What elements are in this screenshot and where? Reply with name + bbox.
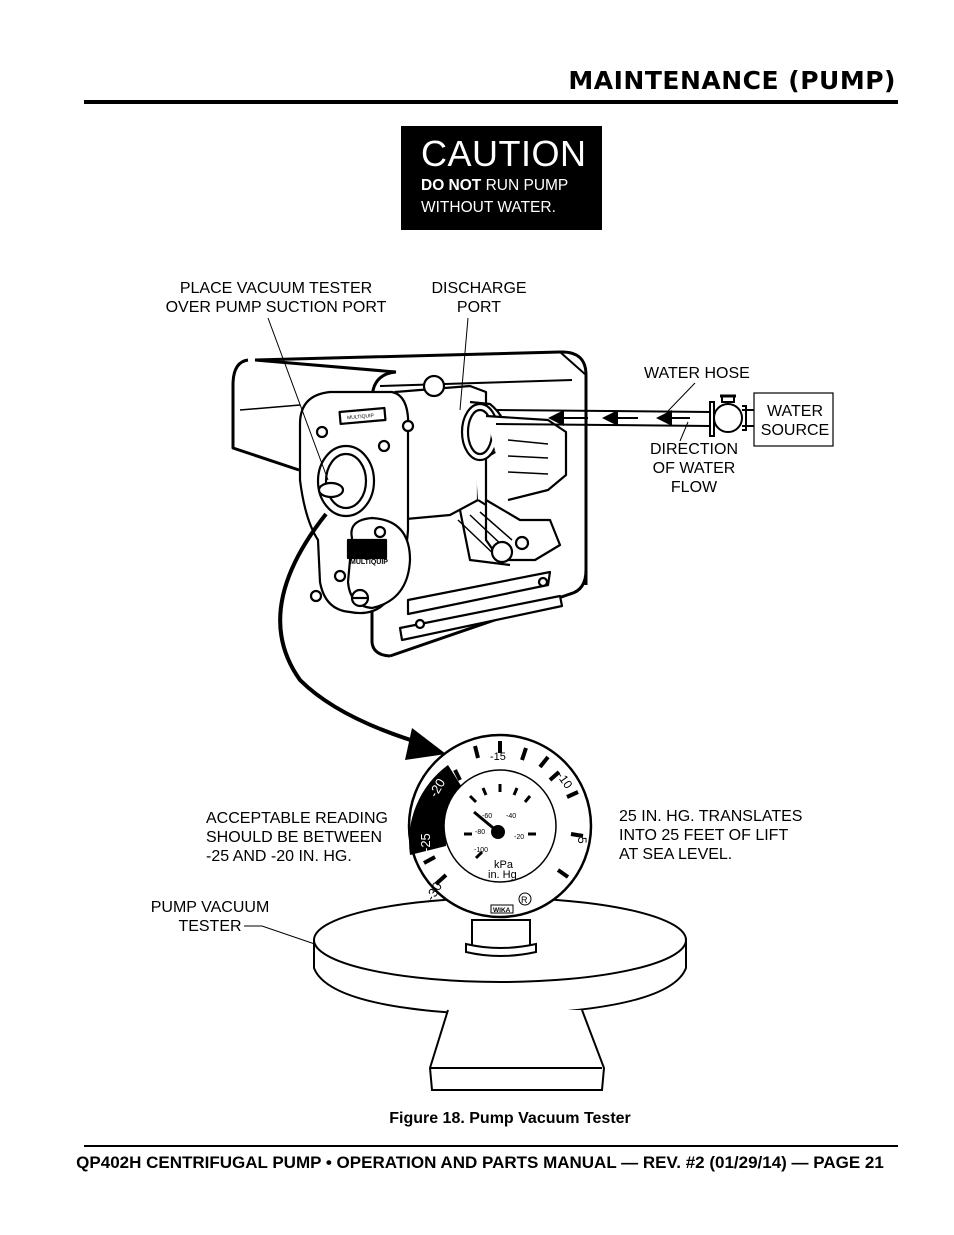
label-translates-line3: AT SEA LEVEL. bbox=[619, 846, 733, 863]
label-translates-line1: 25 IN. HG. TRANSLATES bbox=[619, 808, 803, 825]
caution-line-1-rest: RUN PUMP bbox=[481, 177, 569, 194]
label-water-hose: WATER HOSE bbox=[644, 365, 750, 382]
label-direction-line1: DIRECTION bbox=[650, 441, 738, 458]
label-place-vacuum-tester: PLACE VACUUM TESTER OVER PUMP SUCTION PO… bbox=[152, 279, 400, 317]
caution-strong-text: DO NOT bbox=[421, 177, 482, 194]
caution-line-2: WITHOUT WATER. bbox=[421, 199, 556, 216]
gauge-label-15: -15 bbox=[490, 751, 506, 763]
pointer-arrow-head bbox=[405, 728, 446, 760]
gauge-inner-100: -100 bbox=[474, 847, 488, 854]
label-direction-of-flow: DIRECTION OF WATER FLOW bbox=[640, 440, 748, 497]
gauge-inner-80: -80 bbox=[475, 829, 485, 836]
page-section-title: MAINTENANCE (PUMP) bbox=[568, 66, 896, 95]
label-acceptable-reading: ACCEPTABLE READING SHOULD BE BETWEEN -25… bbox=[206, 809, 388, 866]
label-direction-line3: FLOW bbox=[670, 479, 718, 496]
caution-title: CAUTION bbox=[421, 133, 587, 174]
header-rule bbox=[84, 100, 898, 104]
gauge-inner-40: -40 bbox=[506, 813, 516, 820]
label-pump-vacuum-line1: PUMP VACUUM bbox=[150, 899, 270, 916]
label-direction-line2: OF WATER bbox=[652, 460, 736, 477]
label-acceptable-line2: SHOULD BE BETWEEN bbox=[206, 829, 383, 846]
vacuum-gauge: -30 -25 -20 -15 -10 -5 -100 -80 -60 -40 … bbox=[407, 733, 593, 919]
label-water-source: WATER SOURCE bbox=[754, 402, 836, 440]
gauge-unit-inhg: in. Hg bbox=[488, 869, 517, 881]
gauge-registered-mark: R bbox=[521, 895, 528, 905]
label-translates: 25 IN. HG. TRANSLATES INTO 25 FEET OF LI… bbox=[619, 807, 802, 864]
figure-caption: Figure 18. Pump Vacuum Tester bbox=[389, 1110, 631, 1127]
pump-decal-text: MULTIQUIP bbox=[350, 559, 388, 566]
label-discharge-port-line1: DISCHARGE bbox=[431, 280, 527, 297]
label-translates-line2: INTO 25 FEET OF LIFT bbox=[619, 827, 789, 844]
label-water-source-line1: WATER bbox=[767, 403, 823, 420]
label-acceptable-line3: -25 AND -20 IN. HG. bbox=[206, 848, 352, 865]
gauge-unit-kpa: kPa bbox=[494, 859, 514, 871]
label-place-vacuum-tester-line1: PLACE VACUUM TESTER bbox=[179, 280, 373, 297]
pointer-arrow-line bbox=[278, 512, 431, 748]
gauge-stand bbox=[313, 897, 687, 1091]
caution-box: CAUTION DO NOT RUN PUMP WITHOUT WATER. bbox=[401, 126, 602, 230]
pump-decal-small: MULTIQUIP bbox=[347, 413, 375, 421]
label-discharge-port: DISCHARGE PORT bbox=[420, 279, 538, 317]
footer-rule bbox=[84, 1145, 898, 1147]
gauge-label-5: -5 bbox=[575, 833, 589, 844]
gauge-label-25: -25 bbox=[418, 833, 433, 852]
water-source-box bbox=[753, 392, 834, 447]
gauge-inner-20: -20 bbox=[514, 834, 524, 841]
gauge-inner-60: -60 bbox=[482, 813, 492, 820]
label-acceptable-line1: ACCEPTABLE READING bbox=[206, 810, 388, 827]
caution-line-1: DO NOT RUN PUMP bbox=[421, 176, 602, 196]
label-pump-vacuum-line2: TESTER bbox=[178, 918, 242, 935]
page-footer: QP402H CENTRIFUGAL PUMP • OPERATION AND … bbox=[76, 1153, 884, 1172]
gauge-brand: WIKA bbox=[493, 907, 511, 914]
pump-body bbox=[298, 374, 568, 642]
label-place-vacuum-tester-line2: OVER PUMP SUCTION PORT bbox=[165, 299, 387, 316]
label-discharge-port-line2: PORT bbox=[456, 299, 502, 316]
label-water-source-line2: SOURCE bbox=[760, 422, 830, 439]
label-pump-vacuum-tester: PUMP VACUUM TESTER bbox=[140, 898, 280, 936]
